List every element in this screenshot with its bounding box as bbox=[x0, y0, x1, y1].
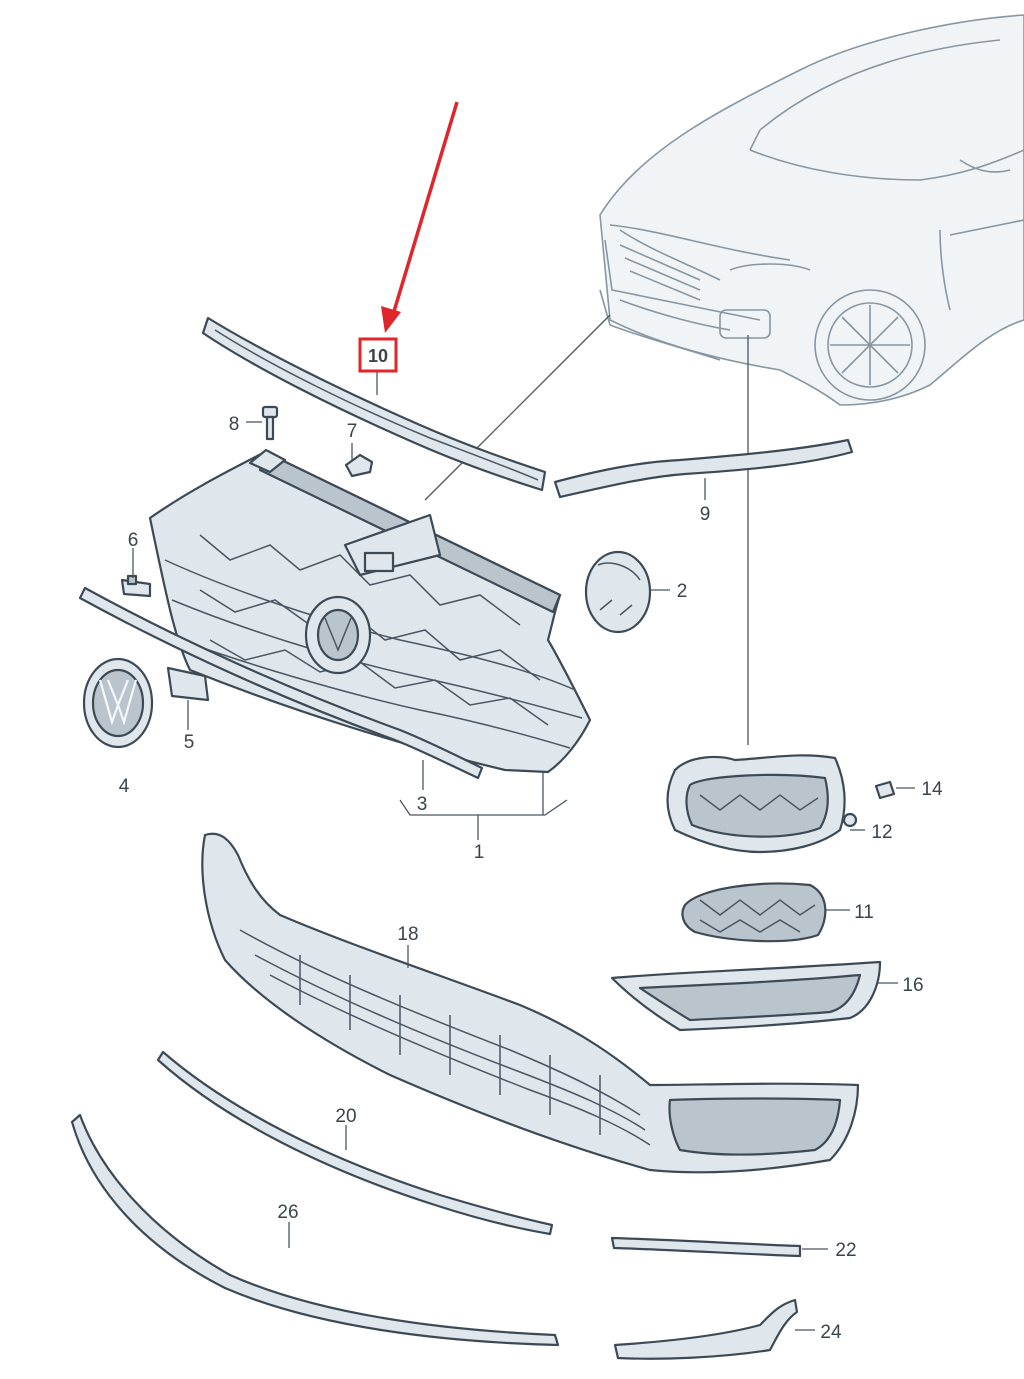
callout-24[interactable]: 24 bbox=[820, 1322, 842, 1343]
highlight-box bbox=[358, 337, 398, 373]
callout-4[interactable]: 4 bbox=[119, 776, 130, 797]
part-6-clip[interactable] bbox=[120, 574, 152, 598]
callout-22[interactable]: 22 bbox=[835, 1240, 856, 1261]
part-14-screw[interactable] bbox=[874, 780, 896, 800]
part-9-side-trim-strip[interactable] bbox=[553, 438, 854, 499]
part-3-lower-grille-strip[interactable] bbox=[78, 586, 484, 780]
callout-9[interactable]: 9 bbox=[700, 504, 711, 525]
callout-6[interactable]: 6 bbox=[128, 530, 139, 551]
callout-11[interactable]: 11 bbox=[854, 902, 874, 923]
callout-3[interactable]: 3 bbox=[417, 794, 428, 815]
callout-10[interactable]: 10 bbox=[368, 346, 388, 366]
callout-26[interactable]: 26 bbox=[277, 1202, 298, 1223]
highlight-arrow-icon bbox=[381, 101, 459, 333]
vw-emblem-icon bbox=[98, 679, 138, 726]
part-5-bracket[interactable] bbox=[166, 666, 210, 702]
part-16-fog-light-trim[interactable] bbox=[610, 960, 882, 1032]
callout-1[interactable]: 1 bbox=[474, 842, 485, 863]
part-8-bolt[interactable] bbox=[261, 405, 279, 441]
part-2-round-cap[interactable] bbox=[584, 550, 652, 634]
car-illustration bbox=[599, 14, 1024, 406]
callout-7[interactable]: 7 bbox=[347, 421, 358, 442]
part-10-upper-trim-strip[interactable] bbox=[201, 316, 547, 492]
reference-lines bbox=[424, 314, 749, 745]
part-26-spoiler-lip[interactable] bbox=[70, 1113, 560, 1347]
callout-8[interactable]: 8 bbox=[229, 414, 240, 435]
leader-lines bbox=[132, 370, 915, 1331]
part-7-clip[interactable] bbox=[344, 453, 374, 478]
callout-16[interactable]: 16 bbox=[902, 975, 923, 996]
part-20-lower-trim-strip[interactable] bbox=[156, 1050, 554, 1236]
callout-2[interactable]: 2 bbox=[677, 581, 688, 602]
callout-12[interactable]: 12 bbox=[871, 822, 892, 843]
callout-labels: 10 8 7 6 2 9 5 4 3 1 14 12 11 18 16 20 2… bbox=[119, 346, 943, 1343]
callout-20[interactable]: 20 bbox=[335, 1106, 356, 1127]
part-4-vw-emblem[interactable] bbox=[82, 657, 154, 749]
callout-14[interactable]: 14 bbox=[921, 779, 943, 800]
callout-18[interactable]: 18 bbox=[397, 924, 418, 945]
part-18-lower-bumper-grille[interactable] bbox=[201, 832, 860, 1174]
callout-5[interactable]: 5 bbox=[184, 732, 195, 753]
part-1-radiator-grille[interactable] bbox=[148, 448, 592, 774]
part-22-small-trim-strip[interactable] bbox=[610, 1236, 802, 1258]
part-12-fog-light-frame[interactable] bbox=[666, 754, 858, 854]
part-24-corner-trim[interactable] bbox=[613, 1298, 799, 1360]
part-11-grille-insert[interactable] bbox=[681, 882, 827, 943]
